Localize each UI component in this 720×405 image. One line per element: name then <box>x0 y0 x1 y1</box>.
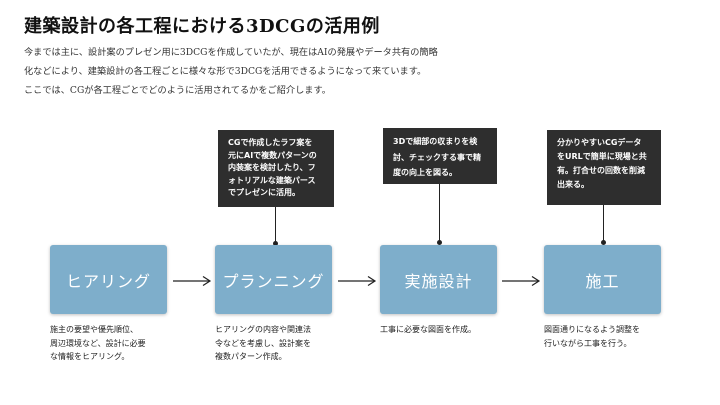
stage-description: 施主の要望や優先順位、 周辺環境など、設計に必要 な情報をヒアリング。 <box>50 325 146 361</box>
connector-line <box>275 207 277 244</box>
note-planning: CGで作成したラフ案を 元にAIで複数パターンの 内装案を検討したり、フ ォトリ… <box>218 130 334 207</box>
stage-detail-design: 実施設計 <box>380 245 497 314</box>
stage-label: プランニング <box>222 271 325 291</box>
stage-label: 施工 <box>585 271 620 291</box>
stage-description: 図面通りになるよう調整を 行いながら工事を行う。 <box>544 325 640 348</box>
connector-dot <box>437 240 442 245</box>
arrow-right-icon <box>338 275 377 287</box>
stage-label: ヒアリング <box>65 271 151 291</box>
note-text: 分かりやすいCGデータ をURLで簡単に現場と共 有。打合せの回数を削減 出来る… <box>557 138 647 189</box>
stage-description: 工事に必要な図面を作成。 <box>380 325 476 334</box>
connector-line <box>603 205 605 243</box>
stage-planning: プランニング <box>215 245 332 314</box>
note-text: CGで作成したラフ案を 元にAIで複数パターンの 内装案を検討したり、フ ォトリ… <box>228 138 317 197</box>
intro-line: ここでは、CGが各工程ごとでどのように活用されてるかをご紹介します。 <box>24 85 331 96</box>
connector-dot <box>601 240 606 245</box>
intro-text: 今までは主に、設計案のプレゼン用に3DCGを作成していたが、現在はAIの発展やデ… <box>24 43 694 100</box>
note-detail-design: 3Dで細部の収まりを検 討、チェックする事で精 度の向上を図る。 <box>383 128 497 184</box>
note-construction: 分かりやすいCGデータ をURLで簡単に現場と共 有。打合せの回数を削減 出来る… <box>547 130 661 205</box>
intro-line: 今までは主に、設計案のプレゼン用に3DCGを作成していたが、現在はAIの発展やデ… <box>24 47 438 58</box>
note-text: 3Dで細部の収まりを検 討、チェックする事で精 度の向上を図る。 <box>393 137 481 177</box>
intro-line: 化などにより、建築設計の各工程ごとに様々な形で3DCGを活用できるようになって来… <box>24 66 427 77</box>
arrow-right-icon <box>502 275 541 287</box>
connector-line <box>439 184 441 243</box>
stage-description: ヒアリングの内容や関連法 令などを考慮し、設計案を 複数パターン作成。 <box>215 325 311 361</box>
connector-dot <box>273 241 278 246</box>
arrow-right-icon <box>173 275 212 287</box>
stage-label: 実施設計 <box>404 271 473 291</box>
stage-construction: 施工 <box>544 245 661 314</box>
page-title: 建築設計の各工程における3DCGの活用例 <box>24 16 380 37</box>
stage-hearing: ヒアリング <box>50 245 167 314</box>
